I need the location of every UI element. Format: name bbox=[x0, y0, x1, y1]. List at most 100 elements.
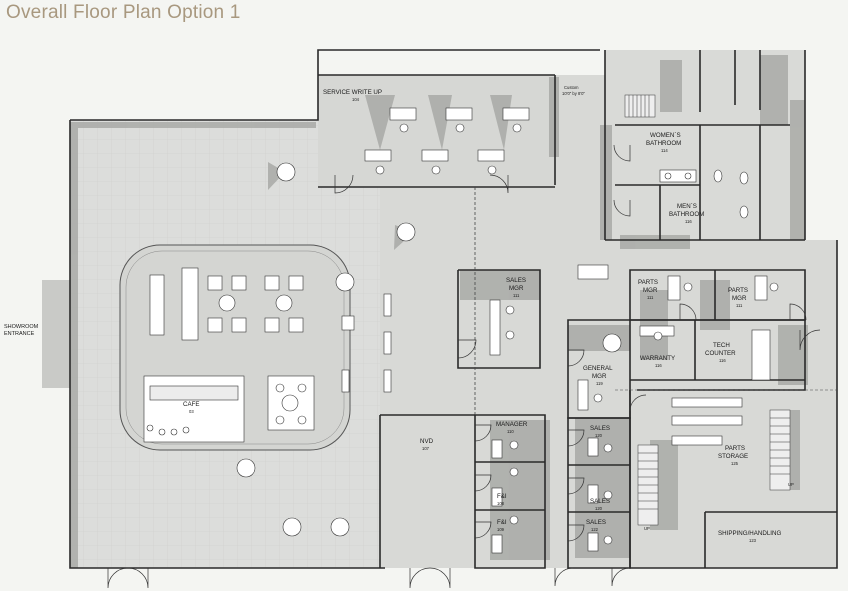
door-swing[interactable] bbox=[474, 474, 492, 492]
stool bbox=[146, 424, 154, 432]
room-label: SHIPPING/HANDLING bbox=[718, 530, 781, 537]
room-label: BATHROOM bbox=[646, 140, 681, 147]
door-swing[interactable] bbox=[789, 303, 807, 321]
cafe-table bbox=[396, 222, 416, 242]
cafe-table bbox=[236, 458, 256, 478]
entrance-label-line: ENTRANCE bbox=[4, 331, 35, 337]
room-label: TECH bbox=[713, 342, 730, 349]
stair-block bbox=[624, 94, 656, 118]
chair bbox=[275, 415, 285, 425]
annotation: 10'0" by 8'0" bbox=[562, 91, 585, 96]
chair bbox=[512, 123, 522, 133]
door-swing[interactable] bbox=[409, 567, 431, 589]
shadow bbox=[790, 100, 805, 240]
door-swing[interactable] bbox=[611, 567, 631, 587]
cafe-table bbox=[282, 517, 302, 537]
stair-up-label: UP bbox=[644, 526, 650, 531]
desk bbox=[754, 275, 768, 301]
shadow bbox=[660, 60, 682, 112]
door-swing[interactable] bbox=[554, 567, 574, 587]
door-swing[interactable] bbox=[567, 477, 585, 495]
chair bbox=[603, 443, 613, 453]
desk bbox=[491, 439, 503, 459]
room-number: 110 bbox=[507, 429, 514, 434]
lounge-chair bbox=[231, 317, 247, 333]
page-title: Overall Floor Plan Option 1 bbox=[6, 2, 241, 23]
door-swing[interactable] bbox=[679, 303, 697, 321]
annotation: Custom bbox=[564, 85, 579, 90]
room-number: 120 bbox=[595, 433, 603, 438]
door-swing[interactable] bbox=[474, 521, 492, 539]
chair bbox=[769, 282, 779, 292]
room-label: MANAGER bbox=[496, 421, 528, 428]
room-label: COUNTER bbox=[705, 350, 736, 357]
lounge-chair bbox=[288, 275, 304, 291]
desk bbox=[477, 149, 505, 162]
door-swing[interactable] bbox=[567, 349, 585, 367]
counter bbox=[577, 264, 609, 280]
door-swing[interactable] bbox=[613, 144, 631, 162]
display-pedestal bbox=[383, 369, 392, 393]
door-swing[interactable] bbox=[334, 174, 354, 194]
door-swing[interactable] bbox=[457, 339, 477, 359]
shadow bbox=[575, 418, 630, 558]
room-label: F&I bbox=[497, 493, 507, 500]
door-swing[interactable] bbox=[799, 329, 821, 351]
room-label: SALES bbox=[590, 425, 610, 432]
desk bbox=[587, 484, 599, 504]
room-label: SERVICE WRITE UP bbox=[323, 89, 382, 96]
room-number: 104 bbox=[352, 97, 360, 102]
door-swing[interactable] bbox=[613, 199, 631, 217]
chair bbox=[603, 490, 613, 500]
door-swing[interactable] bbox=[127, 567, 149, 589]
cafe-counter-top bbox=[149, 385, 239, 401]
walls bbox=[69, 49, 838, 569]
shadow bbox=[600, 125, 612, 240]
room-number: 114 bbox=[661, 148, 668, 153]
entrance-label-line: SHOWROOM bbox=[4, 324, 39, 330]
room-label: BATHROOM bbox=[669, 211, 704, 218]
right-wing-wall bbox=[604, 50, 806, 241]
room-number: 111 bbox=[736, 303, 743, 308]
chair bbox=[399, 123, 409, 133]
door-swing[interactable] bbox=[567, 524, 585, 542]
room-number: 108 bbox=[497, 501, 505, 506]
door-swing[interactable] bbox=[489, 174, 509, 194]
nvd-wall bbox=[379, 414, 475, 568]
lounge-chair bbox=[231, 275, 247, 291]
chair bbox=[593, 393, 603, 403]
cafe-table bbox=[602, 333, 622, 353]
chair bbox=[603, 535, 613, 545]
coffee-table bbox=[275, 294, 293, 312]
room-number: 107 bbox=[422, 446, 430, 451]
showroom-platform-inner bbox=[125, 250, 345, 445]
room-label: GENERAL bbox=[583, 365, 613, 372]
toilet bbox=[713, 169, 723, 183]
display-pedestal bbox=[383, 293, 392, 317]
stool bbox=[170, 428, 178, 436]
shadow bbox=[549, 77, 559, 157]
room-label: NVD bbox=[420, 438, 434, 445]
door-swing[interactable] bbox=[429, 567, 451, 589]
stair-treads bbox=[628, 95, 650, 117]
cafe-table bbox=[276, 162, 296, 182]
desk bbox=[389, 107, 417, 121]
door-swing[interactable] bbox=[474, 424, 492, 442]
room-number: 125 bbox=[731, 461, 739, 466]
parts-outer-wall bbox=[629, 240, 838, 569]
toilet bbox=[739, 171, 749, 185]
shelving bbox=[671, 397, 743, 408]
chair bbox=[509, 467, 519, 477]
stool bbox=[182, 426, 190, 434]
shadow bbox=[365, 95, 395, 150]
doors[interactable] bbox=[107, 144, 821, 589]
room-number: 111 bbox=[513, 293, 520, 298]
door-swing[interactable] bbox=[567, 429, 585, 447]
room-label: PARTS bbox=[728, 287, 748, 294]
room-label: MGR bbox=[732, 295, 747, 302]
room-label: STORAGE bbox=[718, 453, 748, 460]
chair bbox=[509, 440, 519, 450]
room-number: 111 bbox=[647, 295, 654, 300]
door-swing[interactable] bbox=[629, 394, 647, 412]
door-swing[interactable] bbox=[107, 567, 129, 589]
